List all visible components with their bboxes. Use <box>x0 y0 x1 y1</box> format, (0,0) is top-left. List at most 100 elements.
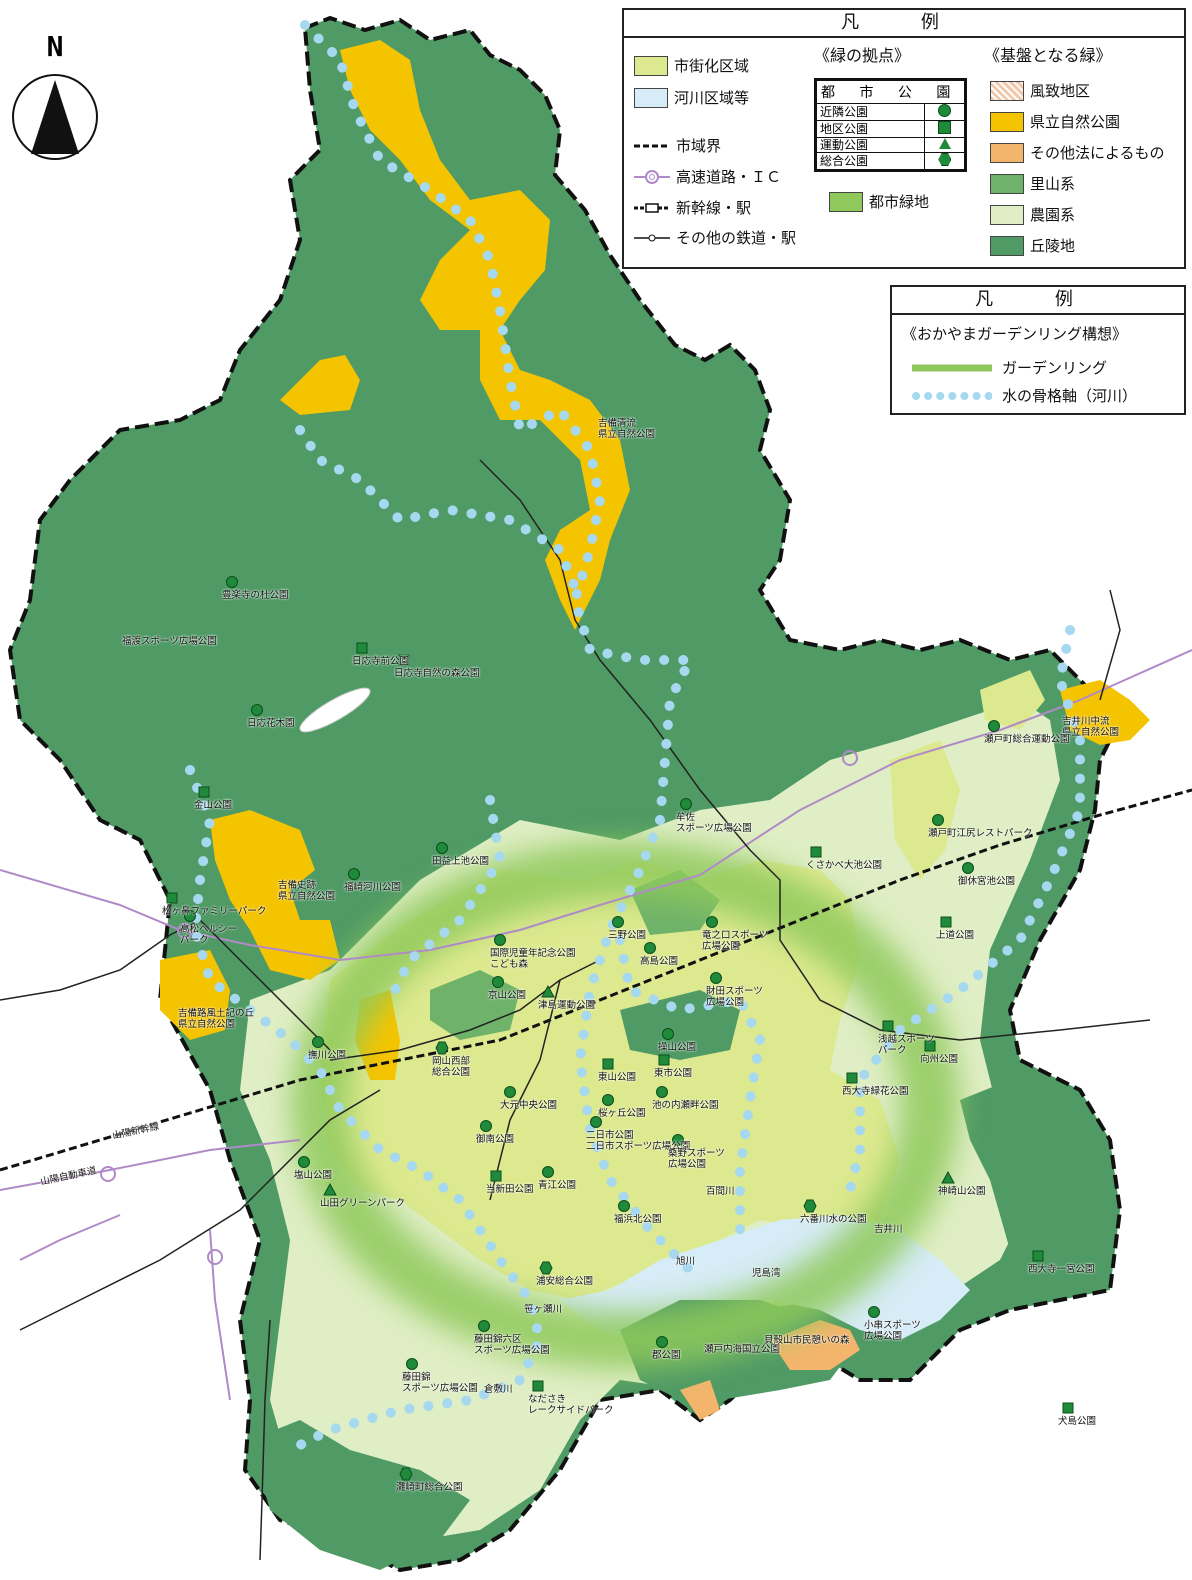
map-label: 田益上池公園 <box>432 856 490 867</box>
district-park-marker <box>658 1054 670 1066</box>
map-label: 御休宮池公園 <box>958 876 1016 887</box>
triangle-icon <box>938 138 951 149</box>
farm-swatch <box>990 204 1024 225</box>
urban-area-ne <box>980 670 1045 730</box>
expressway-icon <box>634 169 670 184</box>
hexagon-icon <box>938 153 952 166</box>
other-law-swatch <box>990 142 1024 163</box>
urban-green-swatch <box>829 191 863 212</box>
neighborhood-park-marker <box>672 1134 684 1146</box>
map-label: 撫川公園 <box>308 1050 347 1061</box>
district-park-marker <box>490 1170 502 1182</box>
neighborhood-park-marker <box>312 1036 324 1048</box>
legend-river-label: 河川区域等 <box>674 89 750 107</box>
legend-scenic-label: 風致地区 <box>1030 82 1091 100</box>
sports-park-marker <box>323 1182 337 1196</box>
map-label: 福渡スポーツ広場公園 <box>122 636 217 647</box>
legend-prefpark: 県立自然公園 <box>990 111 1120 132</box>
district-park-marker <box>166 892 178 904</box>
neighborhood-park-marker <box>706 916 718 928</box>
legend-garden-ring: 凡 例 《おかやまガーデンリング構想》 ガーデンリング 水の骨格軸（河川） <box>890 285 1186 415</box>
legend-water-axis: 水の骨格軸（河川） <box>912 385 1137 406</box>
dashed-line-icon <box>634 144 670 147</box>
map-label: 当新田公園 <box>486 1184 534 1195</box>
map-label: 瀬戸内海国立公園 <box>704 1344 781 1355</box>
circle-icon <box>938 104 952 117</box>
compass-icon <box>12 74 98 160</box>
neighborhood-park-marker <box>298 1156 310 1168</box>
map-label: 三野公園 <box>608 930 647 941</box>
map-label: 灘崎町総合公園 <box>396 1482 463 1493</box>
map-label: 高島公園 <box>640 956 679 967</box>
legend-satoyama: 里山系 <box>990 173 1075 194</box>
map-label: 百間川 <box>706 1186 735 1197</box>
legend-railway: その他の鉄道・駅 <box>634 227 796 248</box>
map-label: 旭川 <box>676 1256 696 1267</box>
park-row-label: 近隣公園 <box>814 103 926 121</box>
map-label: 青江公園 <box>538 1180 577 1191</box>
map-label: 吉井川中流 県立自然公園 <box>1062 716 1120 738</box>
map-label: 日応寺前公園 <box>352 656 410 667</box>
map-label: 向州公園 <box>920 1054 959 1065</box>
neighborhood-park-marker <box>436 842 448 854</box>
neighborhood-park-marker <box>710 972 722 984</box>
hills-swatch <box>990 235 1024 256</box>
map-label: 池の内瀬畔公園 <box>652 1100 719 1111</box>
map-label: 六番川水の公園 <box>800 1214 867 1225</box>
park-row-label: 地区公園 <box>814 120 926 138</box>
map-label: 塩山公園 <box>294 1170 333 1181</box>
map-label: 国際児童年記念公園 こども森 <box>490 948 576 970</box>
map-label: 高松ヘルシー パーク <box>180 924 238 946</box>
district-park-marker <box>846 1072 858 1084</box>
general-park-marker <box>399 1467 413 1481</box>
map-label: なださき レークサイドパーク <box>528 1394 614 1416</box>
neighborhood-park-marker <box>662 1028 674 1040</box>
map-label: 福崎河川公園 <box>344 882 402 893</box>
ring-line-icon <box>912 364 992 371</box>
prefpark-swatch <box>990 111 1024 132</box>
map-label: 東市公園 <box>654 1068 693 1079</box>
map-label: 犬島公園 <box>1058 1416 1097 1427</box>
neighborhood-park-marker <box>542 1166 554 1178</box>
legend-ring-label: ガーデンリング <box>1002 359 1108 377</box>
district-park-marker <box>1062 1402 1074 1414</box>
district-park-marker <box>1032 1250 1044 1262</box>
legend-urban-green-label: 都市緑地 <box>869 193 930 211</box>
map-label: 二日市公園 二日市スポーツ広場公園 <box>586 1130 691 1152</box>
district-park-marker <box>882 1020 894 1032</box>
district-park-marker <box>532 1380 544 1392</box>
neighborhood-park-marker <box>868 1306 880 1318</box>
railway <box>0 459 1151 1561</box>
legend-railway-label: その他の鉄道・駅 <box>676 229 797 247</box>
general-park-marker <box>803 1199 817 1213</box>
map-label: 西大寺一宮公園 <box>1028 1264 1095 1275</box>
map-label: 瀬戸町江尻レストパーク <box>928 828 1033 839</box>
district-park-marker <box>602 1058 614 1070</box>
neighborhood-park-marker <box>988 720 1000 732</box>
legend-scenic: 風致地区 <box>990 80 1090 101</box>
district-park-marker <box>810 846 822 858</box>
legend-water-axis-label: 水の骨格軸（河川） <box>1002 387 1138 405</box>
legend-ring: ガーデンリング <box>912 357 1107 378</box>
map-label: 藤田錦六区 スポーツ広場公園 <box>474 1334 550 1356</box>
park-table-header: 都 市 公 園 <box>814 79 967 104</box>
hills-patch <box>250 1420 470 1570</box>
neighborhood-park-marker <box>680 798 692 810</box>
legend-urban-green: 都市緑地 <box>829 191 929 212</box>
map-label: 藤田錦 スポーツ広場公園 <box>402 1372 478 1394</box>
garden-ring-heading: 《おかやまガーデンリング構想》 <box>902 325 1128 343</box>
legend-river: 河川区域等 <box>634 87 749 108</box>
park-row-label: 総合公園 <box>814 152 926 171</box>
map-label: 桑野スポーツ 広場公園 <box>668 1148 725 1170</box>
legend-urban: 市街化区域 <box>634 55 749 76</box>
green-hubs-heading: 《緑の拠点》 <box>814 46 911 65</box>
map-label: 松ヶ鼻ファミリーパーク <box>162 906 267 917</box>
neighborhood-park-marker <box>478 1320 490 1332</box>
neighborhood-park-marker <box>612 916 624 928</box>
district-park-marker <box>198 786 210 798</box>
interchange <box>100 750 858 1265</box>
prefectural-park <box>280 355 360 415</box>
map-label: 竜之口スポーツ 広場公園 <box>702 930 769 952</box>
map-label: 児島湾 <box>752 1268 781 1279</box>
